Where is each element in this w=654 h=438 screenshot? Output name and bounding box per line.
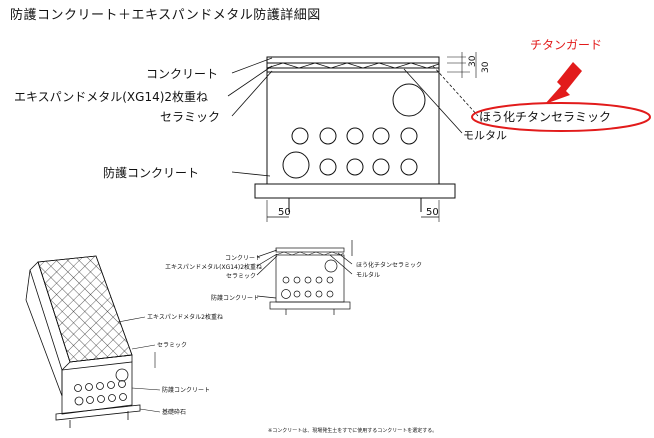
small-label-ceramic: セラミック bbox=[226, 273, 256, 280]
top-concrete-layer bbox=[266, 56, 440, 64]
label-concrete: コンクリート bbox=[146, 67, 218, 81]
hole bbox=[319, 158, 337, 176]
large-hole bbox=[282, 151, 310, 179]
iso-label-ceramic: セラミック bbox=[157, 342, 187, 349]
iso-front-face bbox=[61, 361, 133, 415]
label-expand-metal: エキスパンドメタル(XG14)2枚重ね bbox=[14, 89, 208, 104]
red-arrow-icon bbox=[545, 62, 582, 104]
isometric-view bbox=[25, 255, 161, 428]
iso-label-foundation: 基礎砕石 bbox=[162, 408, 186, 416]
small-label-expand-metal: エキスパンドメタル(XG14)2枚重ね bbox=[165, 263, 262, 271]
hole bbox=[372, 127, 390, 145]
expand-metal-mesh bbox=[266, 62, 440, 69]
hole bbox=[319, 127, 337, 145]
label-protective-concrete: 防護コンクリート bbox=[103, 165, 199, 180]
small-label-protective-concrete: 防護コンクリート bbox=[211, 294, 259, 302]
dim-right: 50 bbox=[426, 207, 439, 218]
footnote: ※コンクリートは、現場発生土をすでに使用するコンクリートを選定する。 bbox=[268, 427, 437, 434]
hole bbox=[346, 127, 364, 145]
iso-expand-metal-face bbox=[37, 255, 133, 363]
dim-left: 50 bbox=[278, 207, 291, 218]
hole bbox=[291, 127, 309, 145]
dim-height-2: 30 bbox=[481, 61, 491, 73]
iso-label-expand-metal: エキスパンドメタル2枚重ね bbox=[147, 313, 223, 321]
label-ceramic: セラミック bbox=[160, 110, 220, 124]
hole bbox=[400, 127, 418, 145]
small-label-titania-ceramic: ほう化チタンセラミック bbox=[356, 261, 422, 269]
highlight-ellipse bbox=[471, 102, 651, 132]
main-section-view bbox=[227, 52, 479, 222]
small-label-mortar: モルタル bbox=[356, 271, 380, 279]
hole bbox=[400, 158, 418, 176]
hole bbox=[346, 158, 364, 176]
small-section-view bbox=[256, 240, 353, 315]
page-title: 防護コンクリート＋エキスパンドメタル防護詳細図 bbox=[10, 8, 321, 23]
dim-height-1: 30 bbox=[468, 55, 478, 67]
hole bbox=[372, 158, 390, 176]
small-label-concrete: コンクリート bbox=[225, 255, 261, 262]
large-hole bbox=[392, 83, 426, 117]
label-mortar: モルタル bbox=[463, 129, 507, 142]
ceramic-layer bbox=[266, 67, 440, 73]
titan-guard-callout: チタンガード bbox=[530, 38, 602, 52]
label-titania-ceramic: ほう化チタンセラミック bbox=[479, 110, 611, 124]
base-slab bbox=[254, 183, 456, 199]
iso-label-protective-concrete: 防護コンクリート bbox=[162, 386, 210, 394]
